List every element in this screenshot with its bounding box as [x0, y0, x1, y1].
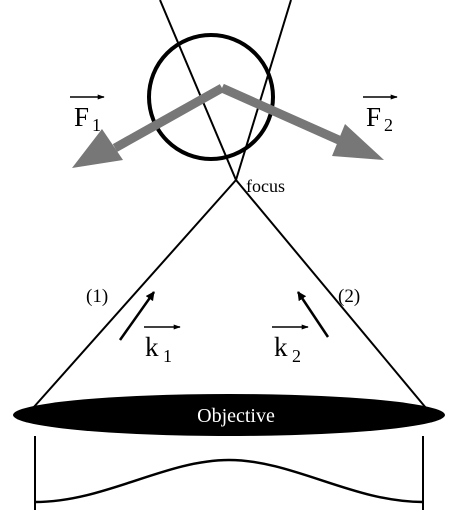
wavevector-2-arrow: [296, 291, 330, 338]
force-arrow-2: [220, 83, 384, 160]
wavevector-2-subscript: 2: [292, 346, 301, 366]
force-2-symbol: F: [366, 102, 381, 132]
wavevector-1-subscript: 1: [163, 346, 172, 366]
bead-circle: [147, 33, 275, 161]
force-1-subscript: 1: [92, 115, 101, 135]
wavevector-1-symbol: k: [145, 332, 159, 362]
ray-2-upper: [159, 0, 237, 181]
ray-1-label: (1): [86, 286, 108, 307]
force-1-symbol: F: [74, 102, 89, 132]
force-arrow-1: [72, 84, 225, 168]
wavevector-1-arrow: [118, 291, 156, 341]
focus-label: focus: [246, 176, 285, 196]
beam-intensity-profile: [34, 458, 424, 504]
ray-2-label: (2): [338, 286, 360, 307]
ray-2-lower: [235, 179, 427, 409]
ray-1-lower: [32, 179, 237, 409]
objective-lens: [13, 394, 445, 436]
objective-label: Objective: [197, 405, 275, 427]
force-2-subscript: 2: [384, 115, 393, 135]
ray-1-upper: [235, 0, 292, 181]
wavevector-2-symbol: k: [274, 332, 288, 362]
